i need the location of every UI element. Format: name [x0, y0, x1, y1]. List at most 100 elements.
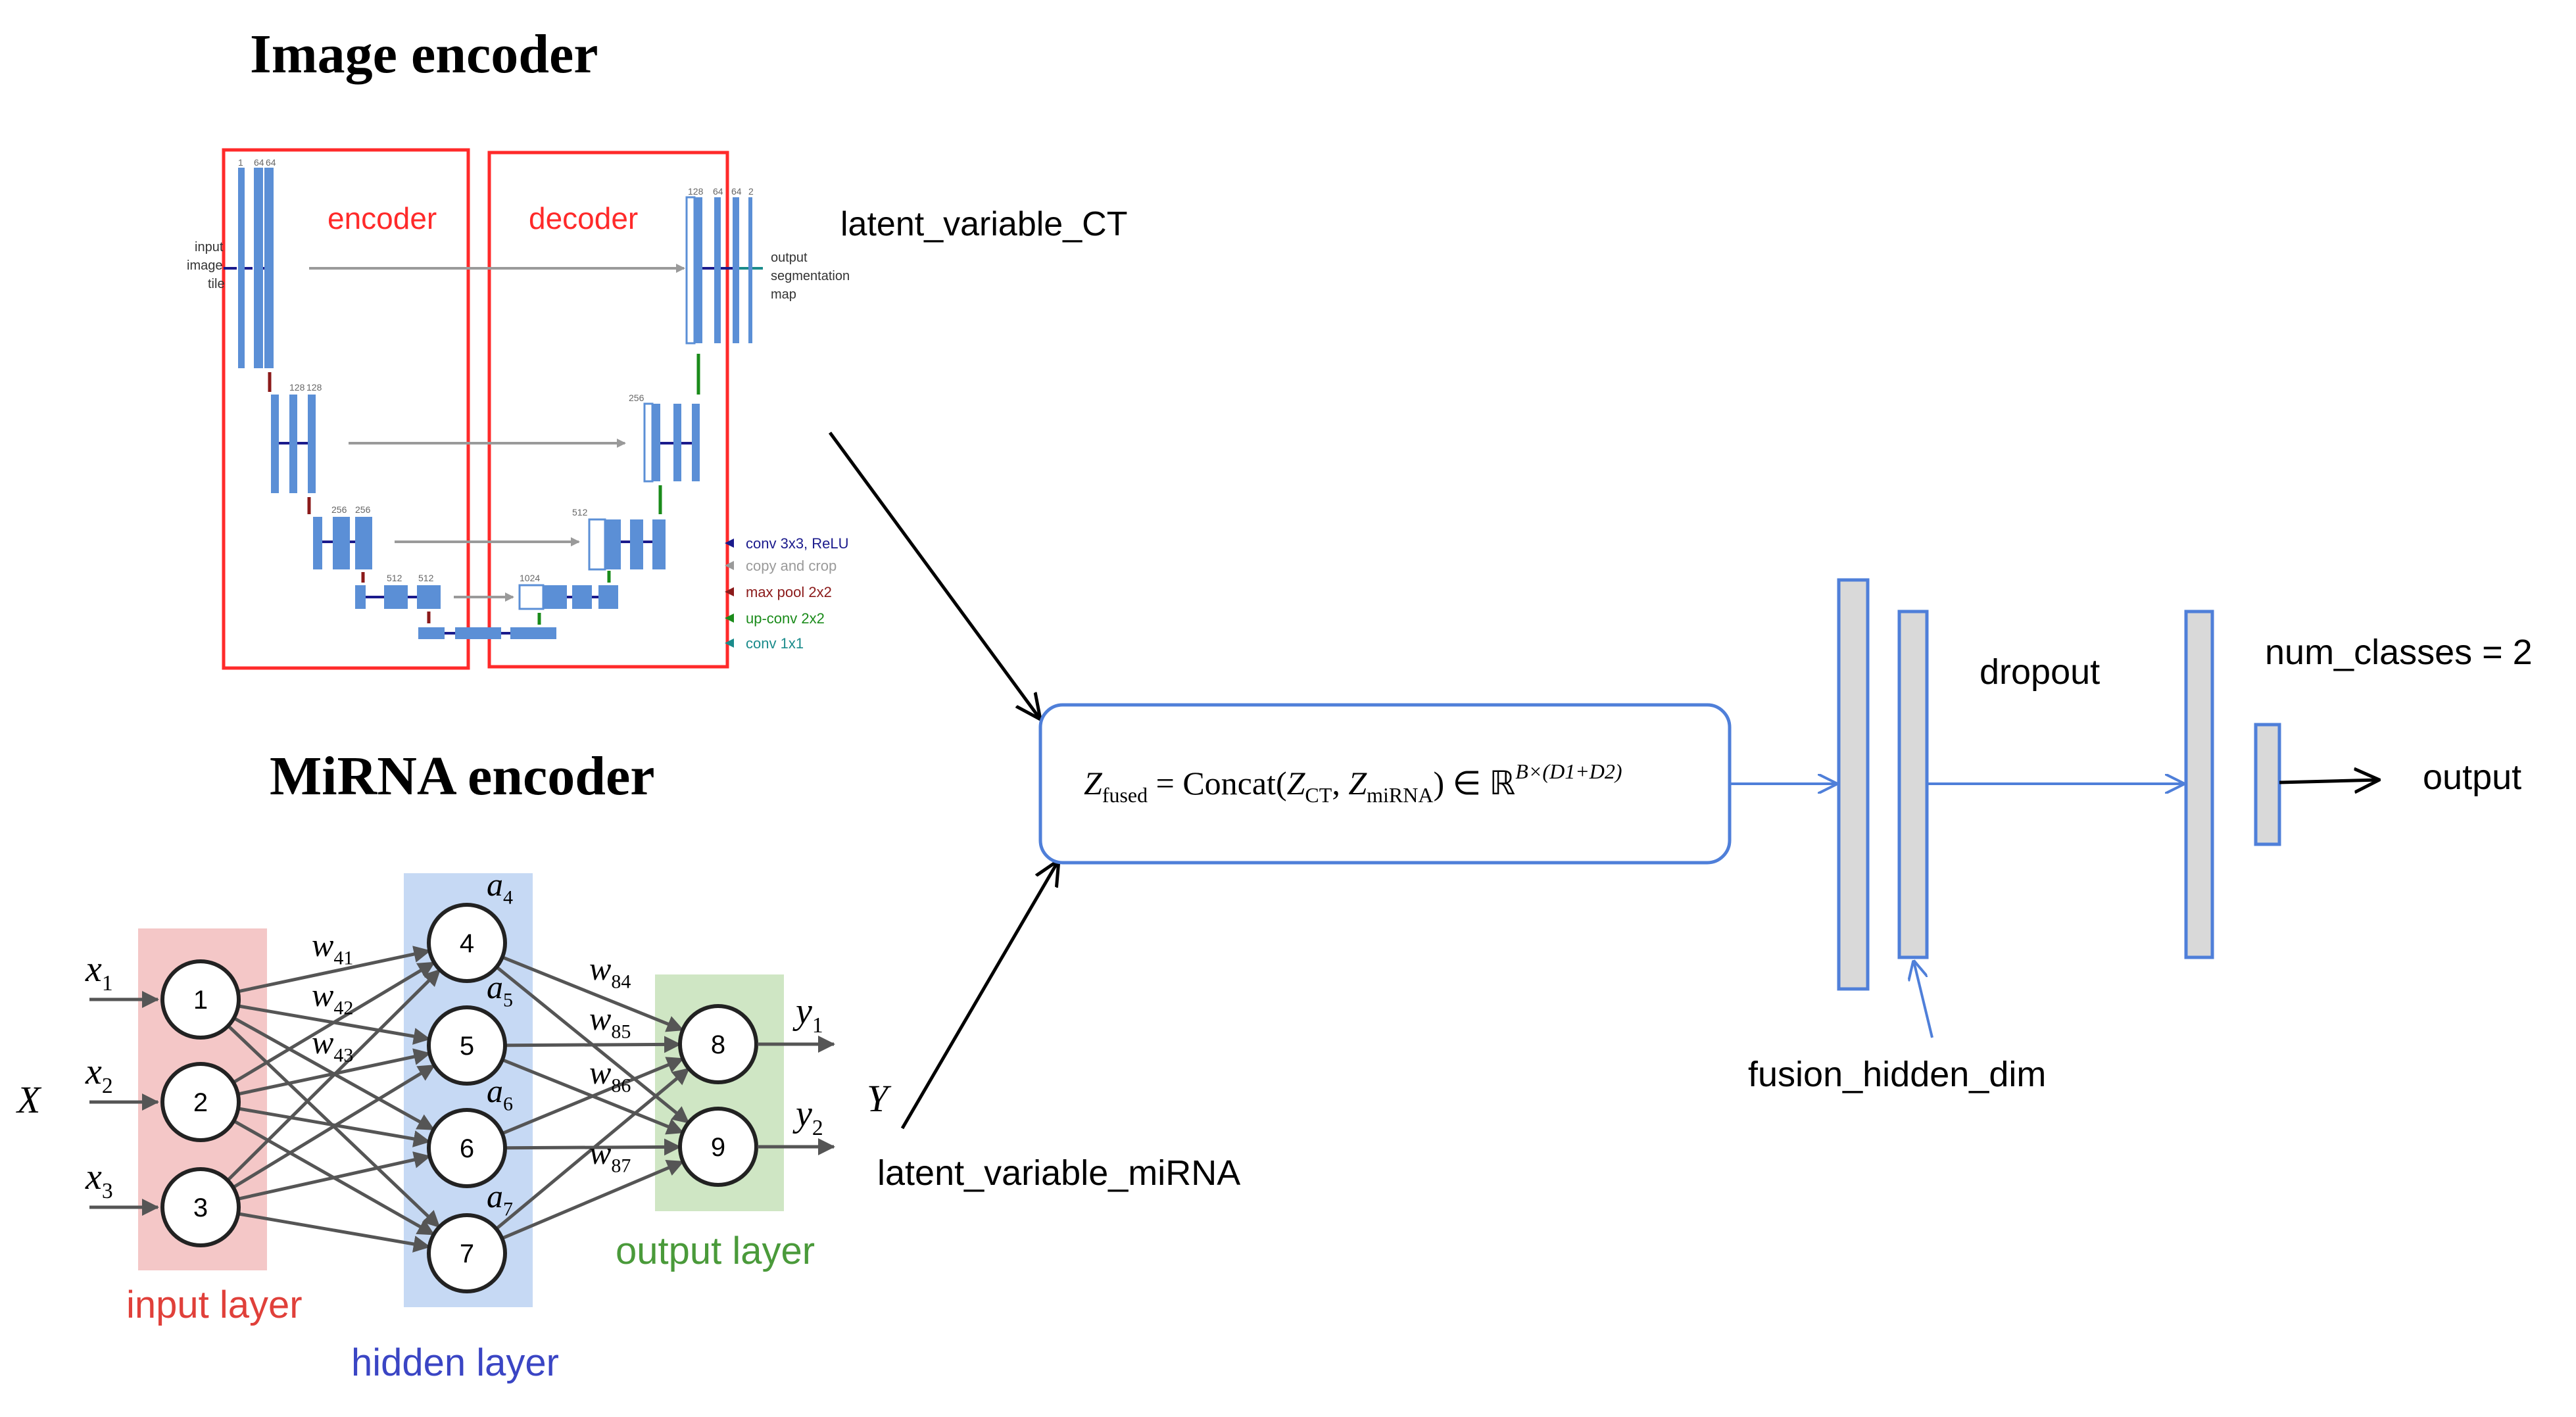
dropout-label: dropout: [1980, 652, 2100, 692]
activation-label: a4: [487, 866, 513, 909]
unet-block: [748, 197, 752, 343]
nn-edge: [501, 1160, 685, 1240]
nn-edge: [501, 1057, 685, 1136]
nn-node: [427, 1108, 507, 1188]
legend-arrow-icon: [725, 638, 734, 648]
nn-node-label: 2: [193, 1088, 208, 1117]
encoder-label: encoder: [328, 201, 437, 235]
channel-count-label: 512: [572, 507, 588, 517]
output-label: output: [2423, 757, 2521, 797]
legend-label: conv 3x3, ReLU: [746, 535, 849, 552]
latent-variable-mirna-label: latent_variable_miRNA: [877, 1153, 1240, 1193]
channel-count-label: 128: [289, 382, 305, 393]
legend-label: max pool 2x2: [746, 584, 832, 600]
x-label: X: [16, 1078, 42, 1121]
nn-node: [678, 1004, 758, 1084]
legend-arrow-icon: [725, 613, 734, 623]
legend-label: copy and crop: [746, 558, 837, 574]
unet-block-white: [588, 518, 606, 571]
unet-block: [264, 168, 274, 368]
weight-label: w41: [312, 926, 353, 969]
nn-edge: [501, 955, 685, 1032]
decoder-label: decoder: [529, 201, 638, 235]
channel-count-label: 512: [418, 573, 434, 583]
fusion-hidden-dim-label: fusion_hidden_dim: [1748, 1055, 2046, 1094]
output-arrow: [2279, 780, 2379, 782]
image-encoder-title: Image encoder: [250, 24, 598, 85]
latent-variable-ct-label: latent_variable_CT: [840, 205, 1127, 243]
channel-count-label: 1: [238, 157, 243, 168]
num-classes-label: num_classes = 2: [2265, 633, 2533, 672]
nn-node: [160, 1062, 241, 1142]
unet-block: [598, 585, 618, 609]
nn-edge: [226, 969, 441, 1182]
unet-block: [308, 395, 316, 493]
nn-edge: [237, 1151, 431, 1201]
unet-block: [543, 585, 567, 609]
nn-edge: [495, 1067, 691, 1230]
nn-node-label: 8: [711, 1030, 725, 1059]
channel-count-label: 128: [688, 186, 704, 197]
input-image-tile-label: input: [195, 240, 224, 254]
channel-count-label: 64: [266, 157, 276, 168]
unet-block: [384, 585, 408, 609]
unet-block: [692, 404, 700, 481]
unet-block: [355, 585, 366, 609]
nn-edge: [232, 1063, 436, 1189]
input-variable-label: x3: [85, 1157, 113, 1203]
unet-block: [313, 517, 322, 569]
channel-count-label: 2: [748, 186, 754, 197]
channel-count-label: 64: [731, 186, 742, 197]
nn-node-label: 1: [193, 986, 208, 1015]
input-variable-label: x1: [85, 949, 113, 996]
nn-node-label: 6: [460, 1134, 474, 1163]
nn-edge: [237, 1212, 431, 1253]
unet-block: [714, 197, 721, 343]
unet-block: [605, 519, 621, 569]
output-segmentation-map-label-2: segmentation: [771, 269, 850, 283]
unet-block: [652, 404, 660, 481]
activation-label: a5: [487, 969, 513, 1011]
unet-block: [271, 395, 279, 493]
mirna-encoder-title: MiRNA encoder: [270, 746, 655, 807]
nn-node-label: 7: [460, 1239, 474, 1268]
nn-node-label: 4: [460, 929, 474, 958]
unet-block-white: [518, 584, 545, 610]
output-variable-label: y1: [792, 991, 823, 1038]
unet-block: [455, 627, 501, 639]
legend-arrow-icon: [725, 587, 734, 596]
channel-count-label: 512: [387, 573, 402, 583]
fusion-layer-2: [1897, 610, 1929, 959]
nn-node-label: 3: [193, 1193, 208, 1222]
unet-block: [417, 585, 441, 609]
nn-node: [427, 1213, 507, 1293]
output-segmentation-map-label: output: [771, 251, 808, 265]
nn-node-label: 5: [460, 1032, 474, 1061]
unet-block: [673, 404, 681, 481]
channel-count-label: 128: [306, 382, 322, 393]
nn-edge: [504, 1036, 682, 1053]
output-variable-label: y2: [792, 1093, 823, 1140]
legend-arrow-icon: [725, 539, 734, 548]
activation-label: a7: [487, 1178, 513, 1220]
input-image-tile-label-2: image: [187, 258, 222, 273]
ct-to-fusion-arrow: [828, 431, 1040, 719]
channel-count-label: 64: [713, 186, 723, 197]
channel-count-label: 1024: [520, 573, 540, 583]
channel-count-label: 256: [355, 504, 371, 515]
legend-label: conv 1x1: [746, 635, 804, 652]
channel-count-label: 256: [331, 504, 347, 515]
unet-block-white: [685, 196, 696, 345]
unet-diagram: encoder decoder input image tile: [187, 148, 850, 670]
unet-block: [333, 517, 350, 569]
unet-block: [355, 517, 372, 569]
output-segmentation-map-label-3: map: [771, 287, 796, 302]
output-layer-label: output layer: [616, 1230, 815, 1272]
nn-node: [678, 1107, 758, 1187]
weight-label: w86: [589, 1054, 631, 1097]
